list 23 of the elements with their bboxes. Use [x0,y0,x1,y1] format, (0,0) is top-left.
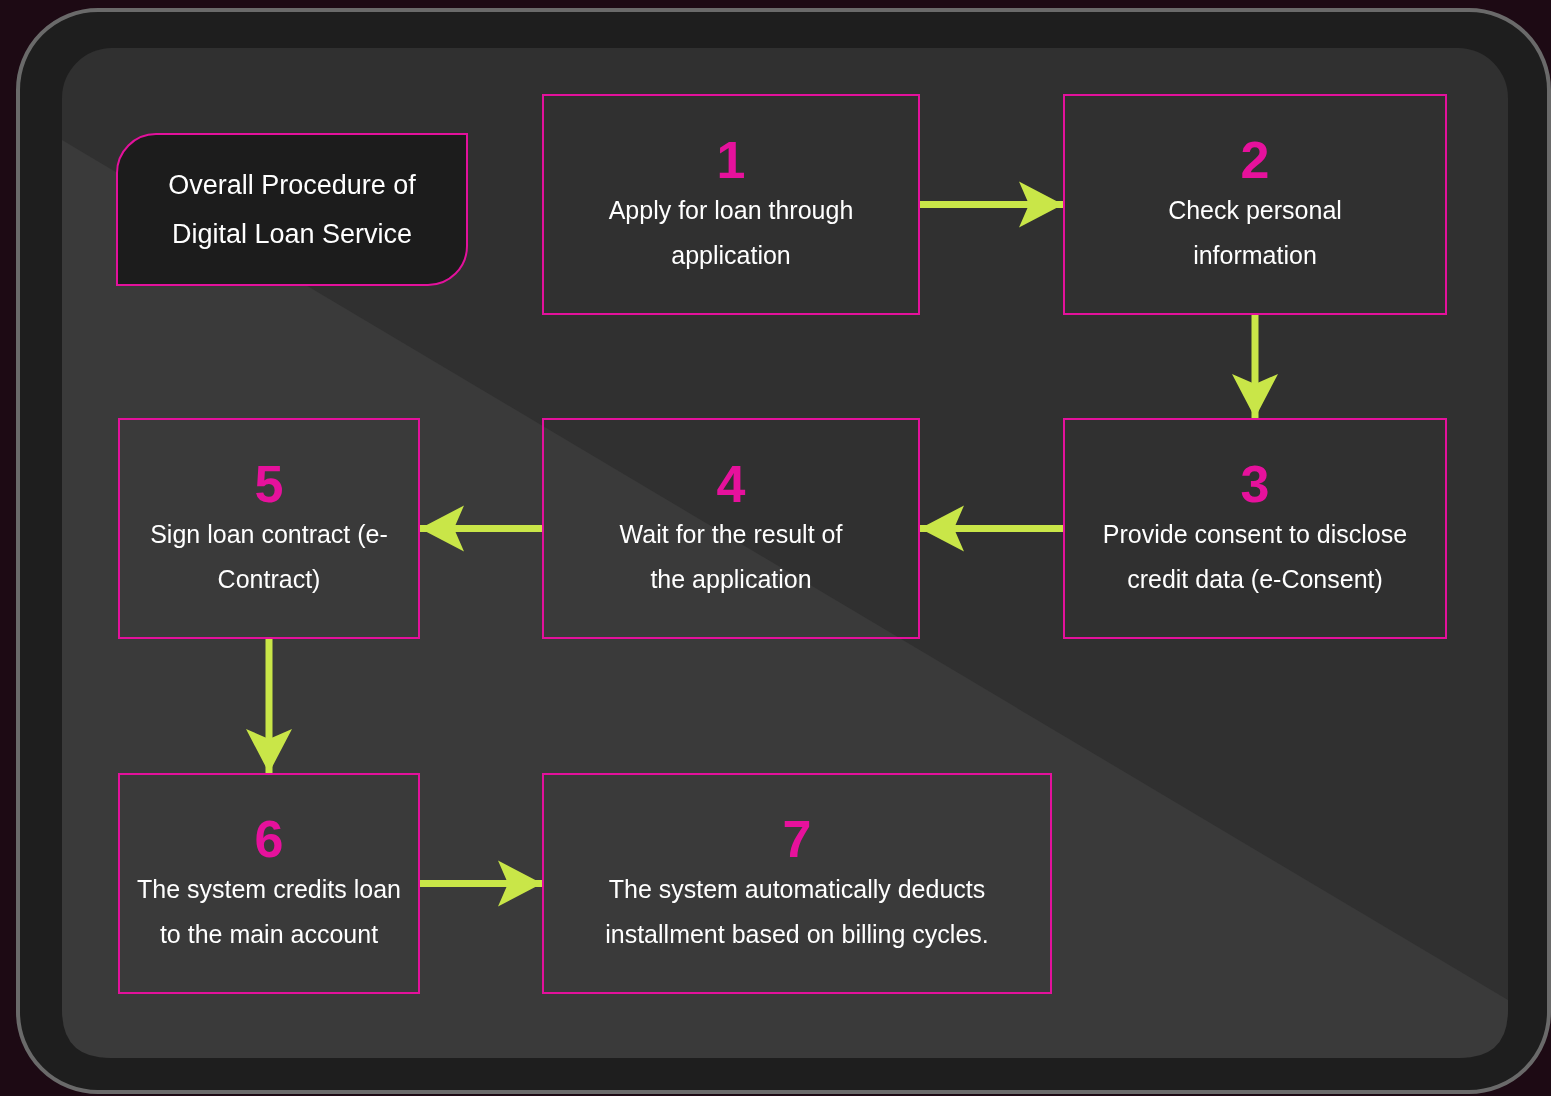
step-box [118,773,420,994]
step-text: Sign loan contract (e-Contract) [149,518,389,595]
title-text: Overall Procedure of Digital Loan Service [167,168,417,251]
step-number: 3 [1240,455,1270,512]
step-box [542,94,920,315]
step-text: The system credits loan to the main account [136,873,402,950]
step-text: Apply for loan through application [607,194,855,271]
title-box [116,133,468,286]
step-number: 2 [1240,131,1270,188]
step-box [542,418,920,639]
step-text: Provide consent to disclose credit data (e-Consent) [1101,518,1409,595]
step-text: The system automatically deducts installment based on billing cycles. [604,873,990,950]
step-box [1063,418,1447,639]
step-box [1063,94,1447,315]
step-text: Wait for the result of the application [618,518,844,595]
step-number: 6 [254,810,284,867]
step-number: 7 [782,810,812,867]
step-number: 4 [716,455,746,512]
step-box [542,773,1052,994]
step-text: Check personal information [1167,194,1343,271]
step-box [118,418,420,639]
step-number: 5 [254,455,284,512]
step-number: 1 [716,131,746,188]
